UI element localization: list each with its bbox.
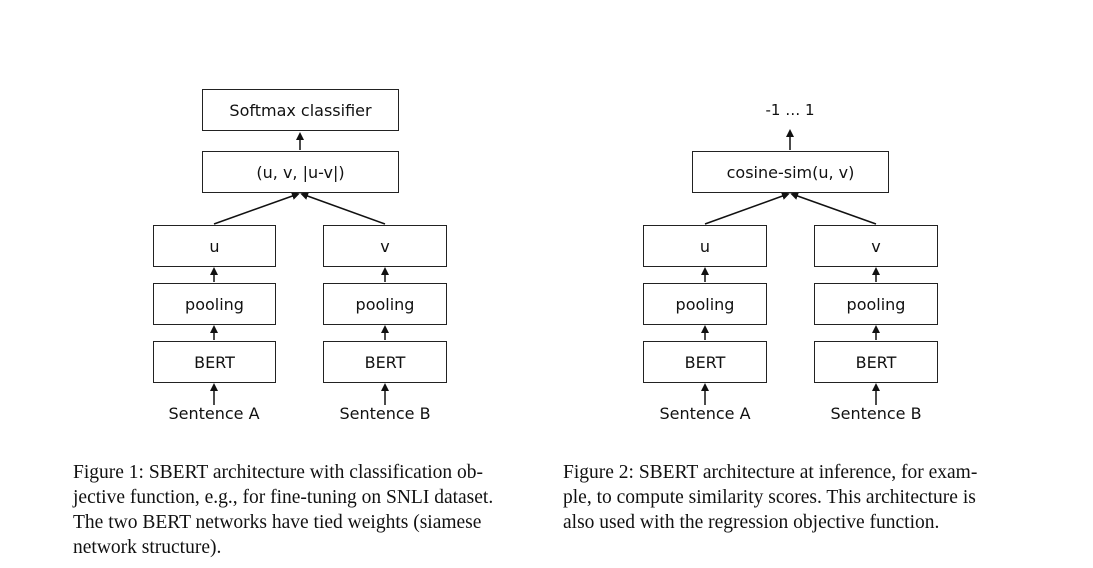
bert-right-label-2: BERT	[855, 352, 897, 372]
caption-line: Figure 2: SBERT architecture at inferenc…	[563, 462, 978, 483]
bert-left-label-2: BERT	[684, 352, 726, 372]
sentence-b-label-2: Sentence B	[830, 404, 922, 423]
sentence-a-label: Sentence A	[168, 404, 260, 423]
caption-line: network structure).	[73, 537, 222, 558]
pooling-left-label: pooling	[185, 294, 244, 314]
figure-2-caption: Figure 2: SBERT architecture at inferenc…	[563, 460, 1033, 535]
arrow-v-to-cosine	[790, 192, 877, 225]
pooling-left-label-2: pooling	[675, 294, 735, 314]
pooling-right-box: pooling	[323, 283, 447, 325]
concat-label: (u, v, |u-v|)	[256, 162, 345, 182]
embedding-u-label: u	[209, 236, 220, 256]
concat-box: (u, v, |u-v|)	[202, 151, 399, 193]
pooling-right-box-2: pooling	[814, 283, 938, 325]
embedding-u-box: u	[153, 225, 276, 267]
cosine-sim-box: cosine-sim(u, v)	[692, 151, 889, 193]
embedding-u-label-2: u	[699, 236, 711, 256]
figure-1-caption: Figure 1: SBERT architecture with classi…	[73, 460, 543, 560]
embedding-v-box-2: v	[814, 225, 938, 267]
embedding-u-box-2: u	[643, 225, 767, 267]
arrow-u-to-cosine	[704, 192, 790, 225]
pooling-left-box-2: pooling	[643, 283, 767, 325]
pooling-right-label-2: pooling	[846, 294, 906, 314]
arrow-u-to-concat	[213, 192, 300, 225]
caption-line: The two BERT networks have tied weights …	[73, 512, 482, 533]
pooling-left-box: pooling	[153, 283, 276, 325]
bert-left-box-2: BERT	[643, 341, 767, 383]
arrow-v-to-concat	[300, 192, 386, 225]
cosine-sim-label: cosine-sim(u, v)	[726, 162, 855, 182]
caption-line: also used with the regression objective …	[563, 512, 940, 533]
caption-line: jective function, e.g., for fine-tuning …	[73, 487, 494, 508]
softmax-classifier-box: Softmax classifier	[202, 89, 399, 131]
embedding-v-box: v	[323, 225, 447, 267]
caption-line: Figure 1: SBERT architecture with classi…	[73, 462, 484, 483]
output-range-label: -1 … 1	[765, 101, 815, 119]
embedding-v-label: v	[380, 236, 390, 256]
pooling-right-label: pooling	[355, 294, 415, 314]
bert-right-box: BERT	[323, 341, 447, 383]
bert-left-label: BERT	[194, 352, 235, 372]
bert-right-label: BERT	[364, 352, 406, 372]
bert-left-box: BERT	[153, 341, 276, 383]
bert-right-box-2: BERT	[814, 341, 938, 383]
embedding-v-label-2: v	[871, 236, 881, 256]
caption-line: ple, to compute similarity scores. This …	[563, 487, 976, 508]
sentence-a-label-2: Sentence A	[659, 404, 751, 423]
softmax-classifier-label: Softmax classifier	[229, 100, 372, 120]
sentence-b-label: Sentence B	[339, 404, 431, 423]
